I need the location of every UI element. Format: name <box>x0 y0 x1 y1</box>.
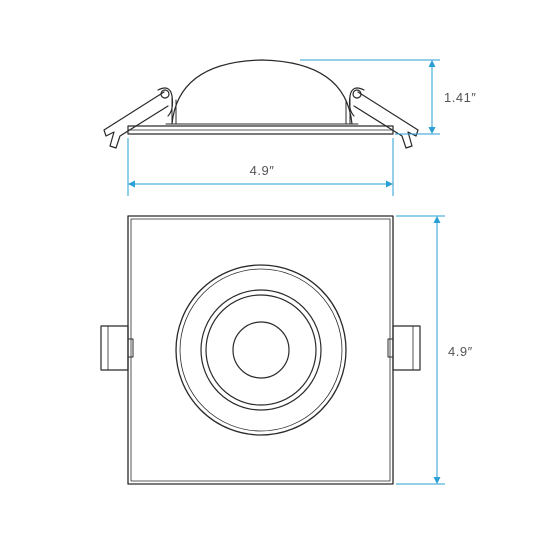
top-view: 4.9″ <box>100 215 473 485</box>
bezel-ring-inner <box>205 294 317 406</box>
side-height-dimension <box>300 59 440 135</box>
outer-ring-inner-edge <box>179 268 343 432</box>
side-width-dimension <box>127 138 394 196</box>
side-view: 1.41″ 4.9″ <box>103 59 476 196</box>
left-spring-clip <box>103 87 177 149</box>
top-height-dimension <box>396 215 445 485</box>
top-view-trim-outer <box>127 215 394 485</box>
outer-ring <box>175 264 347 436</box>
lens <box>232 321 290 379</box>
side-view-dome <box>171 59 353 125</box>
right-spring-clip <box>345 87 419 149</box>
side-width-label: 4.9″ <box>250 163 275 178</box>
right-clip-tab <box>387 325 421 371</box>
left-clip-tab <box>100 325 134 371</box>
top-height-label: 4.9″ <box>448 344 473 359</box>
bezel-ring <box>200 289 322 411</box>
top-view-trim-inner <box>130 218 391 482</box>
side-height-label: 1.41″ <box>444 90 476 105</box>
